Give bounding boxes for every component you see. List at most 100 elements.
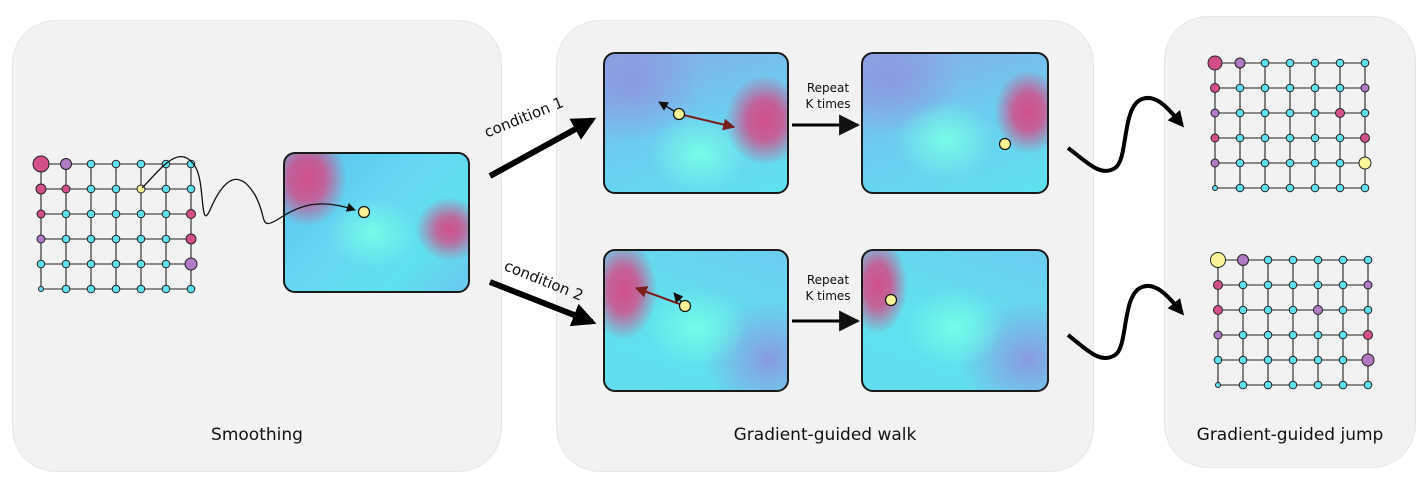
graph-node: [136, 209, 146, 219]
graph-node: [86, 284, 96, 294]
walk-2-step-arrow-icon: [634, 286, 686, 307]
graph-node: [1360, 58, 1370, 68]
jump-squiggle-arrow-bottom-icon: [1066, 284, 1185, 360]
graph-node: [1313, 330, 1323, 340]
repeat-label-1-line1: Repeat: [806, 81, 850, 95]
graph-node: [1260, 83, 1270, 93]
walk-1-step-arrow-icon: [678, 113, 736, 131]
walk-2-end-point: [884, 293, 898, 307]
graph-node: [1310, 83, 1320, 93]
graph-node: [1215, 382, 1221, 388]
graph-node: [36, 234, 46, 244]
graph-node: [1335, 58, 1345, 68]
graph-node: [1210, 133, 1220, 143]
graph-node: [35, 183, 47, 195]
graph-node: [1235, 158, 1245, 168]
graph-node: [1363, 380, 1373, 390]
walk-heatmap-2a: [603, 249, 789, 392]
graph-node: [86, 259, 96, 269]
graph-node: [1338, 280, 1348, 290]
smoothed-point: [357, 205, 371, 219]
repeat-label-2-line1: Repeat: [806, 273, 850, 287]
graph-node: [186, 284, 196, 294]
graph-node: [1338, 355, 1348, 365]
repeat-label-1: Repeat K times: [795, 80, 861, 112]
graph-node: [1238, 330, 1248, 340]
graph-node: [186, 184, 196, 194]
graph-node: [1260, 133, 1270, 143]
graph-node: [111, 184, 121, 194]
walk-title: Gradient-guided walk: [733, 425, 917, 445]
graph-node: [161, 259, 171, 269]
graph-node: [186, 159, 196, 169]
smoothed-landscape-heatmap: [283, 152, 470, 293]
walk-heatmap-1a: [603, 52, 789, 194]
graph-node: [1234, 57, 1246, 69]
graph-node: [1288, 305, 1298, 315]
jump-title: Gradient-guided jump: [1196, 425, 1384, 445]
graph-node: [1363, 280, 1373, 290]
graph-node: [1360, 183, 1370, 193]
graph-node: [1335, 108, 1345, 118]
graph-node: [1361, 353, 1375, 367]
graph-node: [60, 158, 72, 170]
graph-node: [111, 234, 121, 244]
graph-node: [1212, 185, 1218, 191]
graph-node: [61, 259, 71, 269]
graph-node: [1263, 305, 1273, 315]
graph-node: [1263, 380, 1273, 390]
graph-node: [1335, 158, 1345, 168]
graph-node: [1313, 305, 1323, 315]
graph-node: [1360, 83, 1370, 93]
smoothing-squiggle-arrow-icon: [141, 155, 356, 225]
graph-node: [184, 257, 198, 271]
graph-node: [1210, 252, 1226, 268]
graph-node: [1313, 380, 1323, 390]
repeat-label-2: Repeat K times: [795, 272, 861, 304]
graph-node: [1310, 158, 1320, 168]
graph-node: [1310, 108, 1320, 118]
graph-node: [1310, 58, 1320, 68]
graph-node: [61, 184, 71, 194]
graph-node: [136, 159, 146, 169]
graph-node: [111, 284, 121, 294]
graph-node: [1260, 58, 1270, 68]
graph-node: [1338, 380, 1348, 390]
repeat-label-1-line2: K times: [805, 97, 851, 111]
graph-node: [1213, 305, 1223, 315]
graph-node: [1210, 108, 1220, 118]
graph-node: [161, 184, 171, 194]
graph-node: [1313, 255, 1323, 265]
graph-node: [1210, 83, 1220, 93]
graph-node: [161, 284, 171, 294]
graph-node: [1288, 355, 1298, 365]
smoothing-title: Smoothing: [211, 425, 303, 445]
graph-node: [86, 209, 96, 219]
graph-node: [1235, 83, 1245, 93]
graph-node: [111, 259, 121, 269]
graph-node: [61, 209, 71, 219]
graph-node: [61, 284, 71, 294]
graph-node: [36, 209, 46, 219]
graph-node: [1260, 108, 1270, 118]
graph-node: [61, 234, 71, 244]
graph-node: [1335, 183, 1345, 193]
graph-node: [186, 209, 196, 219]
graph-node: [1310, 133, 1320, 143]
graph-node: [1335, 83, 1345, 93]
graph-node: [1338, 330, 1348, 340]
graph-node: [1285, 108, 1295, 118]
jump-grid-graph-top-icon: [1207, 55, 1372, 193]
graph-node: [1235, 108, 1245, 118]
condition-2-arrow-icon: [488, 279, 597, 327]
graph-node: [1238, 280, 1248, 290]
graph-node: [161, 209, 171, 219]
graph-node: [1213, 355, 1223, 365]
graph-node: [86, 184, 96, 194]
graph-node: [1263, 255, 1273, 265]
graph-node: [1213, 330, 1223, 340]
graph-node: [1260, 158, 1270, 168]
graph-node: [1238, 305, 1248, 315]
graph-node: [1288, 380, 1298, 390]
